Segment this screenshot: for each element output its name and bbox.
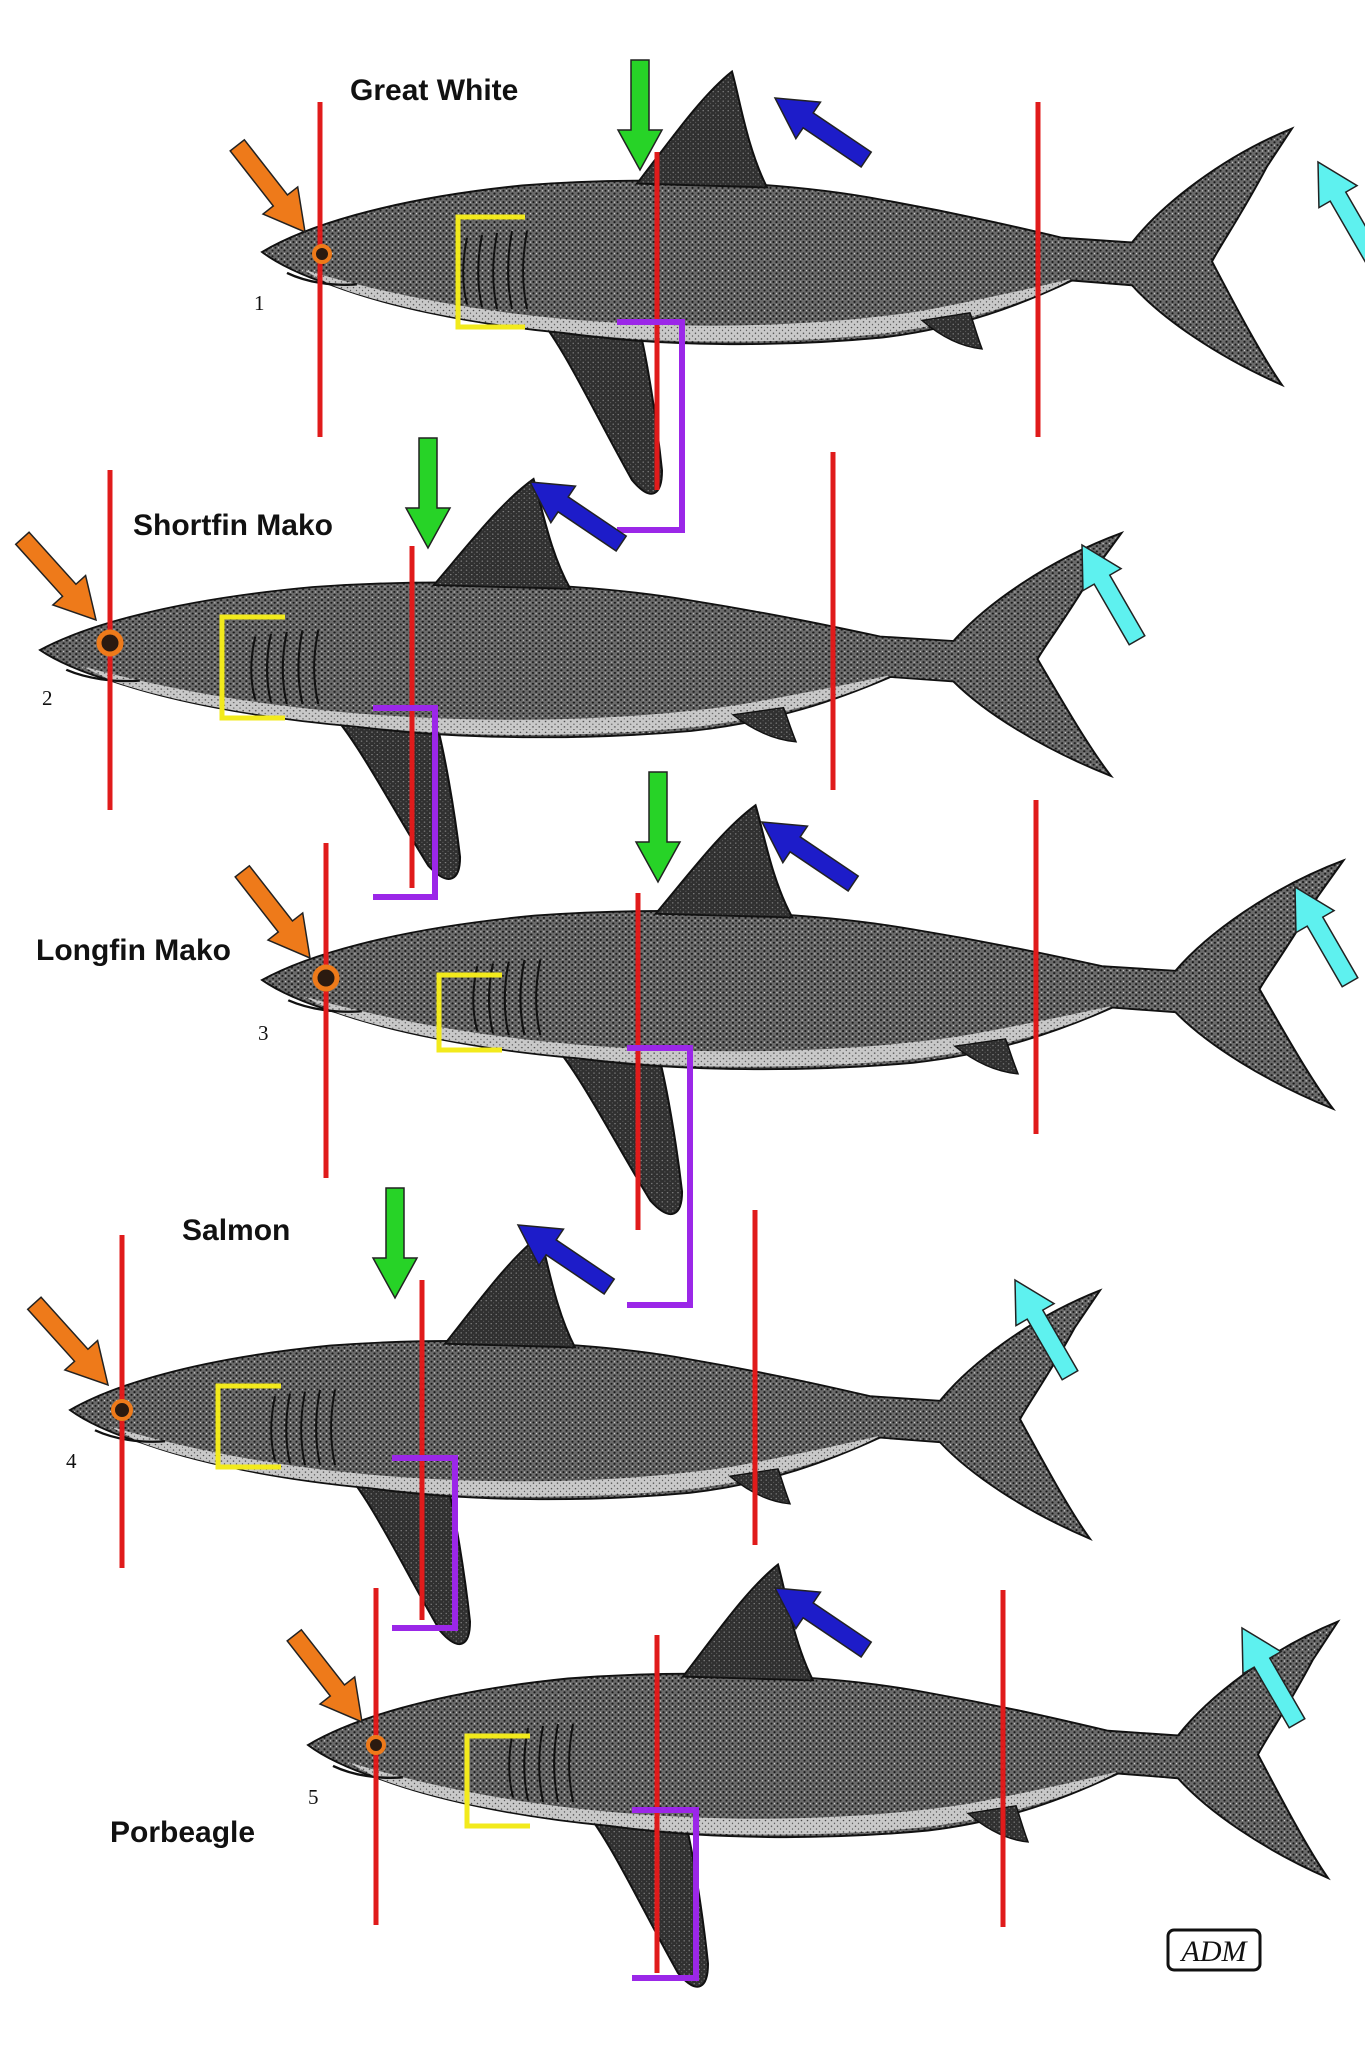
shark-great-white: Great White 1 xyxy=(219,59,1365,533)
eye-marker xyxy=(366,1735,386,1755)
eye-arrow xyxy=(5,522,114,636)
gill-bracket xyxy=(464,1733,530,1829)
eye-arrow xyxy=(224,857,329,973)
pectoral-bracket xyxy=(632,1807,699,1981)
eye-arrow xyxy=(276,1621,381,1737)
gill-bracket xyxy=(219,614,285,721)
artist-signature: ADM xyxy=(1166,1928,1262,1972)
longfin-mako-illustration xyxy=(260,803,1345,1216)
pectoral-bracket xyxy=(617,319,685,533)
dorsal-origin-arrow xyxy=(405,437,451,549)
signature-text: ADM xyxy=(1180,1935,1249,1968)
eye-arrow xyxy=(219,131,324,247)
figure-number: 3 xyxy=(258,1021,269,1045)
dorsal-tip-arrow xyxy=(761,79,880,179)
gill-bracket xyxy=(436,972,502,1053)
species-name: Porbeagle xyxy=(110,1816,255,1849)
species-name: Salmon xyxy=(182,1214,290,1247)
eye-marker xyxy=(96,629,124,657)
eye-marker xyxy=(312,244,332,264)
pectoral-bracket xyxy=(373,705,438,900)
signature-frame xyxy=(1166,1928,1262,1972)
caudal-tip-arrow xyxy=(1298,150,1365,270)
eye-marker xyxy=(111,1399,133,1421)
shark-longfin-mako: Longfin Mako 3 xyxy=(36,771,1365,1308)
great-white-illustration xyxy=(260,70,1294,496)
species-name: Longfin Mako xyxy=(36,934,231,967)
figure-number: 5 xyxy=(308,1785,319,1809)
shark-shortfin-mako: Shortfin Mako 2 xyxy=(5,437,1157,900)
shark-porbeagle: Porbeagle 5 xyxy=(110,1563,1340,1989)
pectoral-bracket xyxy=(392,1455,458,1631)
eye-marker xyxy=(312,964,340,992)
dorsal-origin-arrow xyxy=(372,1187,418,1299)
pectoral-bracket xyxy=(627,1045,693,1308)
shark-salmon: Salmon 4 xyxy=(17,1187,1102,1646)
figure-number: 4 xyxy=(66,1449,77,1473)
figure-number: 2 xyxy=(42,686,53,710)
species-name: Great White xyxy=(350,74,518,107)
species-name: Shortfin Mako xyxy=(133,509,333,542)
gill-bracket xyxy=(455,214,525,330)
figure-number: 1 xyxy=(254,291,265,315)
dorsal-origin-arrow xyxy=(635,771,681,883)
gill-bracket xyxy=(215,1383,281,1470)
salmon-shark-illustration xyxy=(68,1233,1102,1646)
eye-arrow xyxy=(17,1287,126,1401)
